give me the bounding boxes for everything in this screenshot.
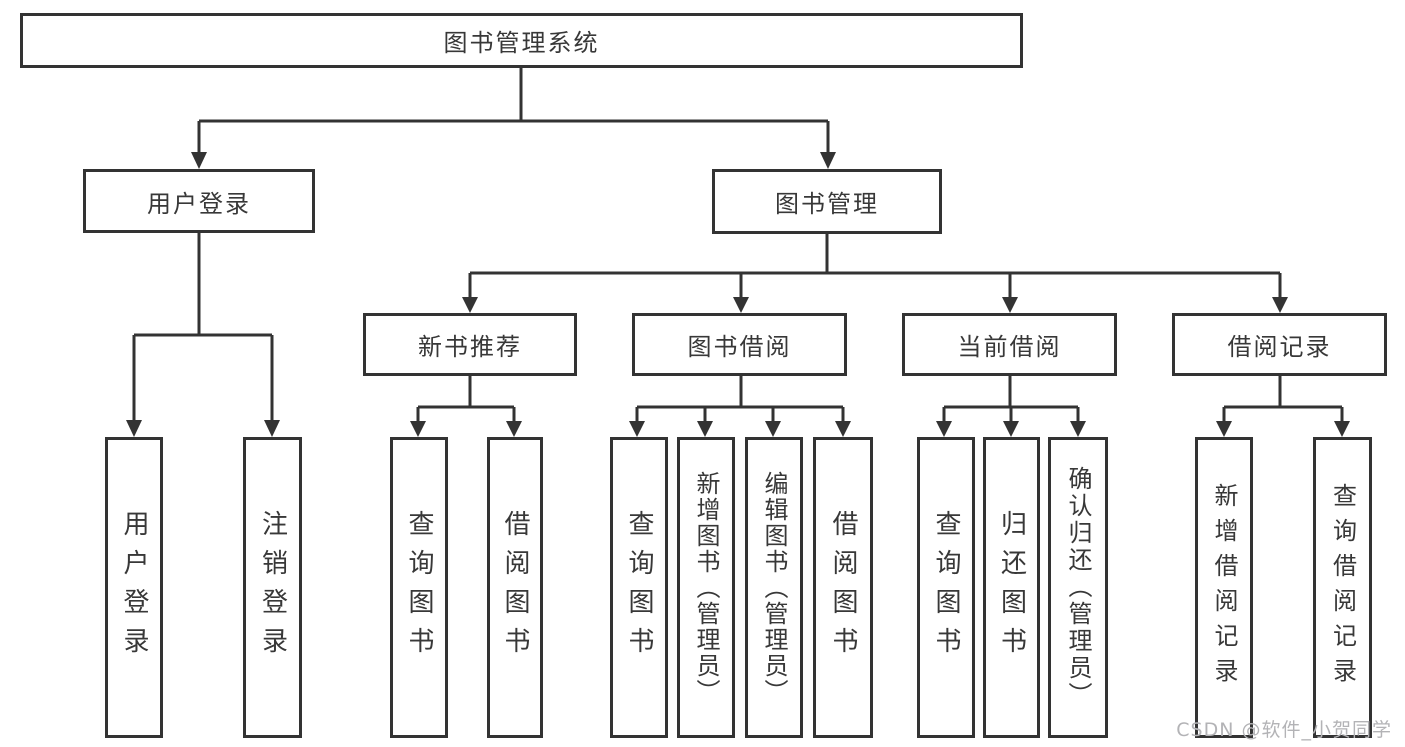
leaf-query-books-3-label: 查询图书 [931,509,961,666]
leaf-user-login-label: 用户登录 [119,509,149,666]
node-new-book-recommend-label: 新书推荐 [418,333,522,361]
leaf-query-books-2-label: 查询图书 [624,509,654,666]
leaf-confirm-return-admin: 确认归还（管理员） [1048,437,1108,738]
node-current-borrow-label: 当前借阅 [957,333,1062,361]
node-borrow-records-label: 借阅记录 [1227,333,1332,361]
leaf-logout: 注销登录 [243,437,302,738]
leaf-user-login: 用户登录 [105,437,163,738]
leaf-add-book-admin-label: 新增图书（管理员） [692,470,720,705]
leaf-return-books-label: 归还图书 [996,509,1027,666]
node-book-borrow-label: 图书借阅 [687,333,792,361]
arrowheads-user-login-split [126,420,280,437]
leaf-query-borrow-record: 查询借阅记录 [1313,437,1372,738]
node-root-label: 图书管理系统 [443,29,600,57]
watermark: CSDN @软件_小贺同学 [1176,719,1392,741]
arrowheads-new-book-split [410,421,522,437]
leaf-add-borrow-record: 新增借阅记录 [1195,437,1253,738]
leaf-borrow-books-1-label: 借阅图书 [500,509,530,666]
leaf-edit-book-admin: 编辑图书（管理员） [745,437,803,738]
connector-current-borrow-split [942,376,1080,422]
node-new-book-recommend: 新书推荐 [363,313,577,376]
node-book-management: 图书管理 [712,169,942,234]
leaf-query-books-2: 查询图书 [610,437,668,738]
connector-book-management-split [468,234,1282,298]
connector-borrow-records-split [1222,376,1344,422]
connector-new-book-split [416,376,516,422]
leaf-borrow-books-1: 借阅图书 [487,437,543,738]
connector-book-borrow-split [635,376,845,422]
leaf-add-borrow-record-label: 新增借阅记录 [1210,482,1238,693]
node-borrow-records: 借阅记录 [1172,313,1387,376]
node-user-login-label: 用户登录 [147,189,251,218]
leaf-query-books-1: 查询图书 [390,437,448,738]
arrowheads-book-management-split [462,297,1288,313]
node-book-borrow: 图书借阅 [632,313,847,376]
leaf-confirm-return-admin-label: 确认归还（管理员） [1064,466,1092,709]
arrowheads-book-borrow-split [629,421,851,437]
arrowheads-current-borrow-split [936,421,1086,437]
arrowheads-borrow-records-split [1216,421,1350,437]
leaf-query-books-3: 查询图书 [917,437,975,738]
leaf-logout-label: 注销登录 [257,509,288,666]
leaf-query-borrow-record-label: 查询借阅记录 [1328,482,1357,693]
connector-root-split [197,68,830,153]
leaf-borrow-books-2: 借阅图书 [813,437,873,738]
leaf-add-book-admin: 新增图书（管理员） [677,437,735,738]
arrowheads-root-split [191,152,836,169]
node-root: 图书管理系统 [20,13,1023,68]
leaf-query-books-1-label: 查询图书 [404,509,434,666]
node-user-login: 用户登录 [83,169,315,233]
leaf-return-books: 归还图书 [983,437,1040,738]
leaf-borrow-books-2-label: 借阅图书 [828,509,858,666]
leaf-edit-book-admin-label: 编辑图书（管理员） [760,470,788,705]
node-current-borrow: 当前借阅 [902,313,1117,376]
connector-user-login-split [132,233,274,421]
node-book-management-label: 图书管理 [775,190,879,218]
